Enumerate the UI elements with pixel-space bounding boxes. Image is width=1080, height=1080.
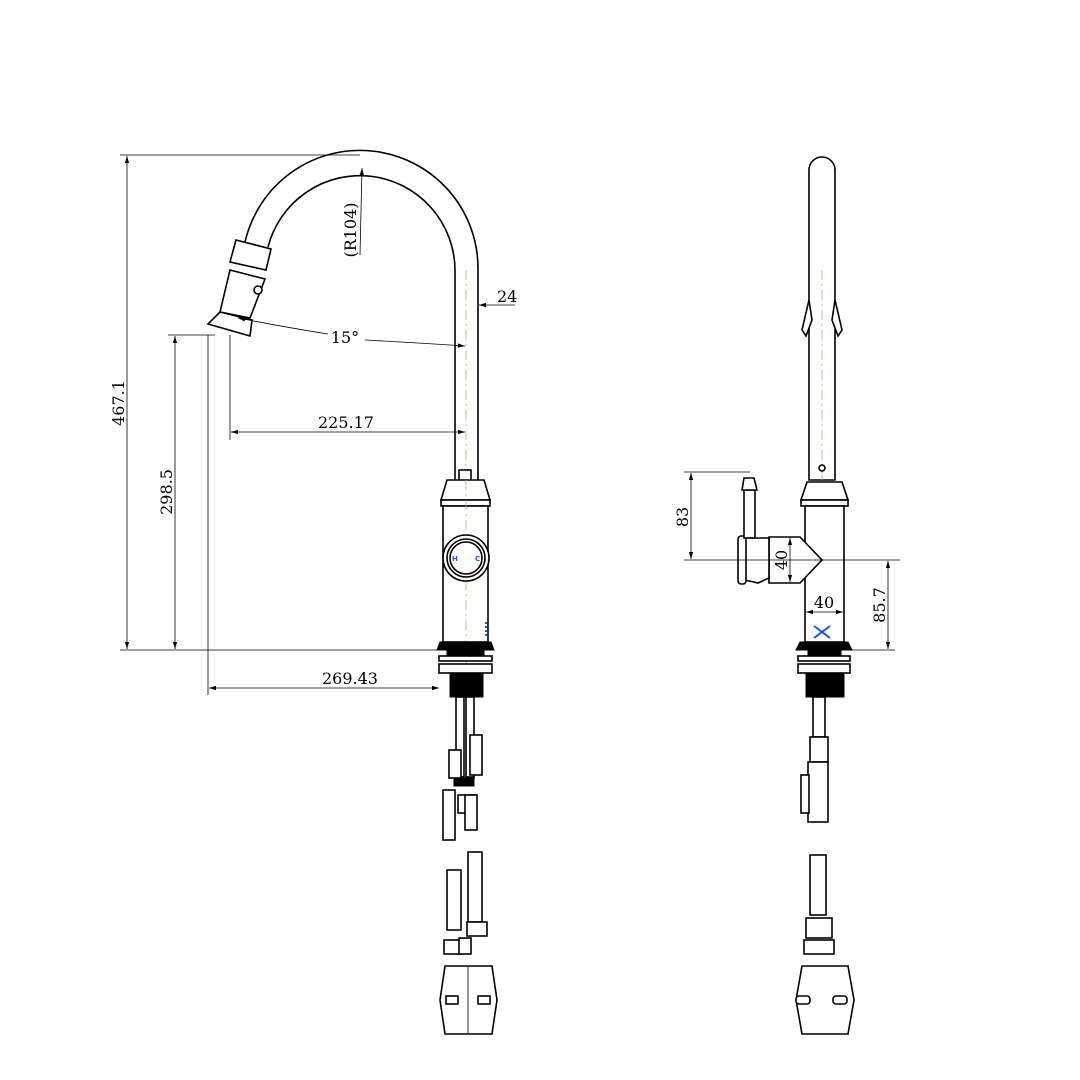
spout — [244, 149, 479, 480]
dim-overall-height: 467.1 — [109, 380, 128, 426]
dim-lever-height: 83 — [673, 507, 692, 527]
dim-outlet-height: 298.5 — [157, 469, 176, 515]
spray-head — [206, 239, 272, 338]
dim-handle-diameter: 40 — [772, 550, 791, 570]
mounting-base — [436, 641, 495, 698]
supply-hoses — [442, 696, 488, 955]
faucet-body: H C — [439, 469, 492, 700]
dim-handle-center-height: 85.7 — [870, 587, 889, 623]
front-dimensions: 467.1 298.5 225.17 269.43 24 15° (R104) — [109, 154, 517, 695]
dim-pipe-diameter: 24 — [497, 287, 517, 306]
hot-mark: H — [452, 555, 458, 563]
side-view: 83 40 40 85.7 — [673, 156, 900, 1035]
dim-body-diameter: 40 — [814, 593, 834, 612]
dim-spout-reach-inner: 225.17 — [318, 413, 374, 432]
front-view: H C 467.1 298.5 225.17 — [109, 149, 517, 1035]
dim-spout-radius: (R104) — [341, 202, 360, 257]
dim-spout-reach-total: 269.43 — [322, 669, 378, 688]
cold-mark: C — [475, 555, 480, 563]
hose-weight — [439, 965, 498, 1035]
side-dimensions: 83 40 40 85.7 — [673, 471, 900, 651]
dim-spray-angle: 15° — [331, 328, 359, 347]
